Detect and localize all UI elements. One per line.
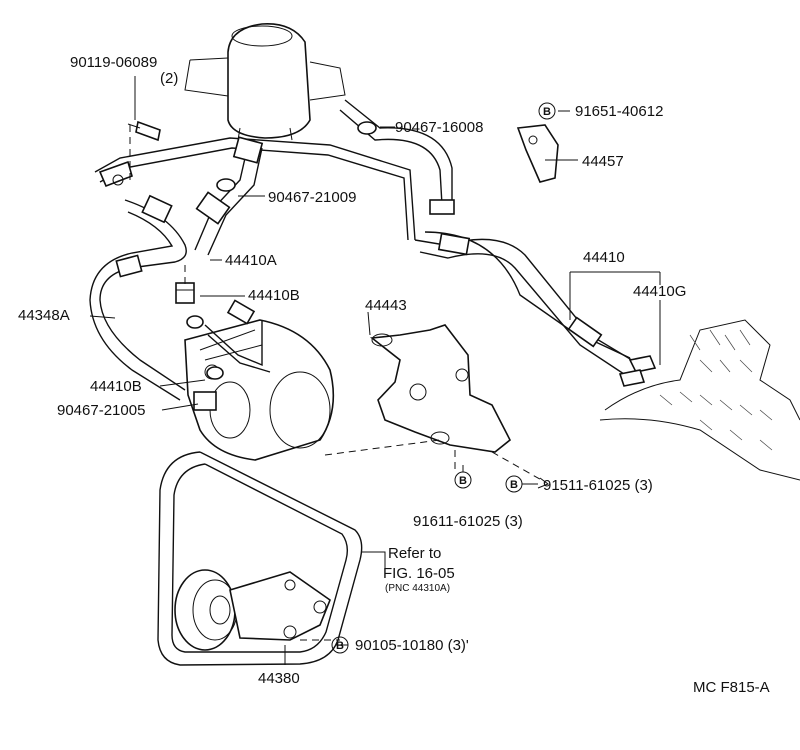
pressure-tube-assembly (414, 231, 657, 387)
power-steering-pump (184, 319, 335, 461)
svg-text:B: B (543, 106, 551, 118)
label-44443: 44443 (365, 297, 407, 314)
bolt-91511 (491, 451, 550, 489)
label-44457: 44457 (582, 153, 624, 170)
label-qty-2: (2) (160, 70, 178, 87)
label-91511-61025: 91511-61025 (3) (543, 477, 653, 494)
circle-b-symbol-4: B (331, 636, 349, 654)
label-fig-ref: FIG. 16-05 (383, 565, 455, 582)
bolt-90119 (127, 120, 161, 142)
circle-b-symbol-3: B (505, 475, 523, 493)
reservoir-tank (184, 23, 346, 141)
label-44380: 44380 (258, 670, 300, 687)
label-refer-to: Refer to (388, 545, 441, 562)
label-44410B-top: 44410B (248, 287, 300, 304)
pump-suction-hose (194, 136, 264, 256)
label-90467-16008: 90467-16008 (395, 119, 483, 136)
supply-hose (89, 194, 187, 401)
phantom-lines (129, 125, 456, 470)
circle-b-symbol-2: B (454, 471, 472, 489)
label-90467-21005: 90467-21005 (57, 402, 145, 419)
clamp-bracket (516, 124, 559, 183)
svg-text:B: B (459, 475, 467, 487)
union-bolt-and-pipe (175, 282, 271, 380)
label-44410A: 44410A (225, 252, 277, 269)
label-44348A: 44348A (18, 307, 70, 324)
steering-gear-housing (599, 319, 800, 481)
return-tube (94, 137, 416, 241)
label-90467-21009: 90467-21009 (268, 189, 356, 206)
label-91611-61025: 91611-61025 (3) (413, 513, 523, 530)
svg-text:B: B (510, 479, 518, 491)
leader-lines (89, 76, 661, 665)
label-90119-06089: 90119-06089 (70, 54, 157, 71)
pump-mounting-bracket (369, 324, 512, 453)
circle-b-symbol-1: B (538, 102, 556, 120)
label-90105-10180: 90105-10180 (3)' (355, 637, 469, 654)
drive-belt (157, 451, 363, 666)
label-44410G: 44410G (633, 283, 686, 300)
label-44410: 44410 (583, 249, 625, 266)
label-91651-40612: 91651-40612 (575, 103, 663, 120)
reservoir-return-hose (339, 99, 455, 215)
label-44410B-bottom: 44410B (90, 378, 142, 395)
idler-pulley-assembly (174, 569, 331, 651)
figure-code: MC F815-A (693, 679, 770, 696)
svg-text:B: B (336, 640, 344, 652)
label-pnc-ref: (PNC 44310A) (385, 583, 450, 594)
